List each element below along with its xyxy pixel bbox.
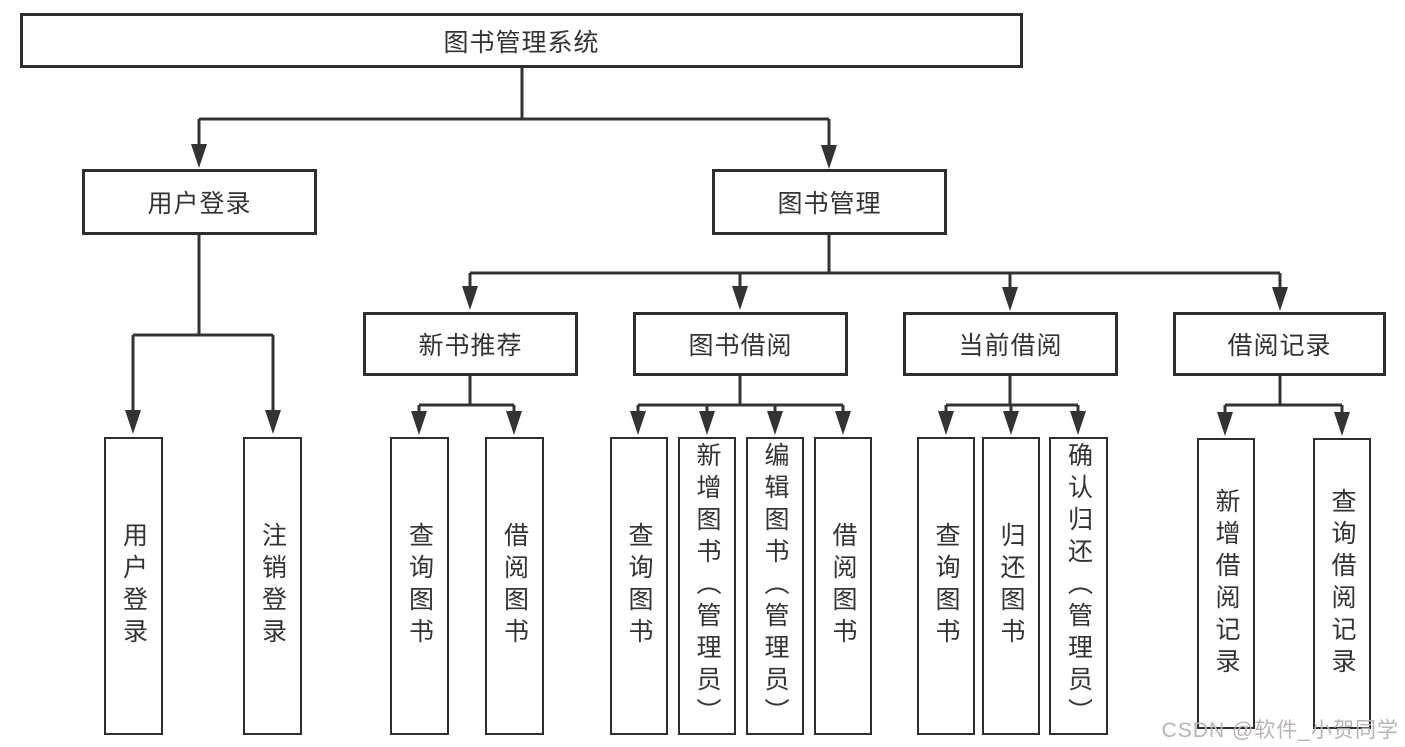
- leaf-query-borrow-record: 查询借阅记录: [1313, 438, 1371, 729]
- arrowhead: [821, 145, 837, 169]
- node-label: 归还图书: [997, 522, 1025, 650]
- node-label: 图书借阅: [688, 332, 793, 360]
- connector: [468, 233, 1282, 293]
- node-label: 图书管理: [777, 190, 882, 218]
- arrowhead: [462, 286, 478, 310]
- node-borrowing-records: 借阅记录: [1173, 312, 1386, 376]
- node-label: 查询图书: [932, 522, 960, 650]
- node-book-management: 图书管理: [712, 169, 947, 235]
- arrowhead: [1217, 412, 1233, 436]
- connector: [1223, 376, 1344, 418]
- node-book-borrowing: 图书借阅: [633, 312, 848, 376]
- arrowhead: [1334, 412, 1350, 436]
- connector: [944, 376, 1080, 417]
- arrowhead: [938, 411, 954, 435]
- arrowhead: [1070, 411, 1086, 435]
- node-label: 新增图书（管理员）: [693, 442, 721, 730]
- leaf-add-books-admin: 新增图书（管理员）: [678, 437, 736, 735]
- leaf-confirm-return-admin: 确认归还（管理员）: [1049, 437, 1108, 735]
- node-label: 编辑图书（管理员）: [761, 442, 789, 730]
- connector: [197, 68, 831, 151]
- arrowhead: [699, 411, 715, 435]
- node-label: 借阅记录: [1227, 332, 1332, 360]
- leaf-query-books-recommend: 查询图书: [390, 437, 449, 735]
- leaf-query-books-borrowing: 查询图书: [610, 437, 668, 735]
- arrowhead: [125, 410, 141, 434]
- arrowhead: [835, 411, 851, 435]
- node-label: 借阅图书: [829, 522, 857, 650]
- leaf-borrow-books-recommend: 借阅图书: [485, 437, 544, 735]
- leaf-edit-books-admin: 编辑图书（管理员）: [746, 437, 804, 735]
- arrowhead: [506, 411, 522, 435]
- node-current-borrowing: 当前借阅: [903, 312, 1118, 376]
- leaf-query-books-current: 查询图书: [917, 437, 975, 735]
- arrowhead: [191, 144, 207, 168]
- node-label: 查询借阅记录: [1328, 487, 1356, 680]
- csdn-watermark: CSDN @软件_小贺同学: [1161, 719, 1399, 742]
- connector: [417, 376, 516, 417]
- arrowhead: [1003, 411, 1019, 435]
- node-label: 用户登录: [119, 522, 148, 650]
- node-label: 确认归还（管理员）: [1064, 442, 1093, 730]
- arrowhead: [732, 286, 748, 310]
- node-label: 注销登录: [258, 522, 287, 650]
- connector: [636, 376, 845, 417]
- node-label: 查询图书: [625, 522, 653, 650]
- node-label: 查询图书: [405, 522, 434, 650]
- arrowhead: [1002, 287, 1018, 311]
- node-label: 图书管理系统: [443, 28, 600, 57]
- arrowhead: [411, 411, 427, 435]
- leaf-logout-login: 注销登录: [243, 437, 302, 735]
- node-label: 借阅图书: [500, 522, 529, 650]
- node-label: 当前借阅: [958, 332, 1063, 360]
- arrowhead: [265, 410, 281, 434]
- arrowhead: [630, 411, 646, 435]
- node-library-system: 图书管理系统: [20, 13, 1023, 68]
- leaf-borrow-books-borrowing: 借阅图书: [814, 437, 872, 735]
- node-label: 用户登录: [147, 190, 252, 218]
- node-label: 新增借阅记录: [1212, 487, 1240, 680]
- connector: [131, 235, 275, 416]
- leaf-return-books: 归还图书: [982, 437, 1040, 735]
- leaf-user-login: 用户登录: [104, 437, 163, 735]
- arrowhead: [767, 411, 783, 435]
- node-user-login: 用户登录: [82, 169, 317, 235]
- node-new-book-recommend: 新书推荐: [363, 312, 578, 376]
- leaf-add-borrow-record: 新增借阅记录: [1197, 438, 1255, 729]
- arrowhead: [1272, 287, 1288, 311]
- node-label: 新书推荐: [418, 332, 523, 360]
